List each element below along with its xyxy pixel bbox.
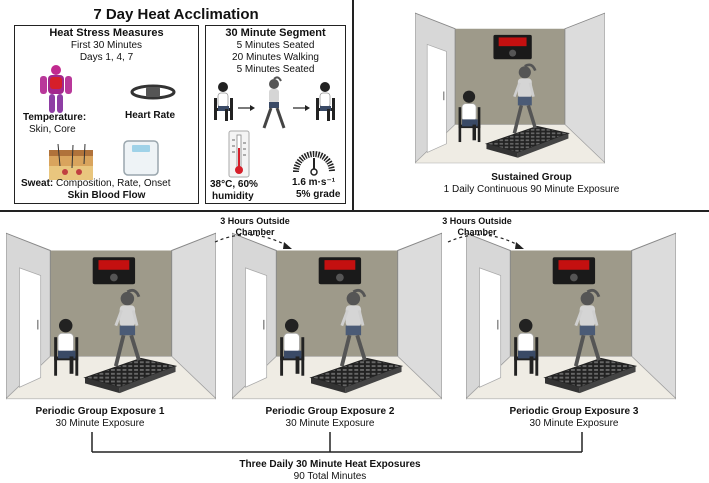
periodic-chamber-1-illustration xyxy=(6,232,216,400)
thermometer-icon xyxy=(228,130,250,178)
weight-scale-icon xyxy=(123,140,159,176)
periodic-chamber-3-illustration xyxy=(466,232,676,400)
speed-gauge-icon xyxy=(292,144,336,176)
periodic-exposure-3-subtitle: 30 Minute Exposure xyxy=(474,418,674,430)
segment-heading: 30 Minute Segment xyxy=(206,27,345,40)
skin-cross-section-icon xyxy=(49,144,93,180)
treadmill-speed: 1.6 m·s⁻¹ xyxy=(292,177,335,189)
transition-1-line2: Chamber xyxy=(205,227,305,238)
periodic-exposure-2-subtitle: 30 Minute Exposure xyxy=(230,418,430,430)
segment-line2: 20 Minutes Walking xyxy=(206,52,345,64)
periodic-exposure-1-title: Periodic Group Exposure 1 xyxy=(0,406,200,418)
transition-2-line2: Chamber xyxy=(427,227,527,238)
transition-2-line1: 3 Hours Outside xyxy=(427,216,527,227)
temperature-label: Temperature: xyxy=(23,112,86,124)
sweat-value: Composition, Rate, Onset xyxy=(56,178,171,189)
transition-arrows xyxy=(0,212,709,252)
body-heatmap-icon xyxy=(37,64,75,114)
environment-humidity: humidity xyxy=(212,191,254,203)
sweat-line: Sweat: Composition, Rate, Onset xyxy=(21,178,196,190)
summary-label: Three Daily 30 Minute Heat Exposures 90 … xyxy=(200,459,460,483)
heat-stress-line2: Days 1, 4, 7 xyxy=(15,52,198,64)
sweat-label: Sweat: xyxy=(21,178,53,189)
periodic-exposure-1-label: Periodic Group Exposure 1 30 Minute Expo… xyxy=(0,406,200,430)
periodic-chamber-2-illustration xyxy=(232,232,442,400)
periodic-exposure-1-subtitle: 30 Minute Exposure xyxy=(0,418,200,430)
heat-stress-heading: Heat Stress Measures xyxy=(15,27,198,40)
segment-panel: 30 Minute Segment 5 Minutes Seated 20 Mi… xyxy=(205,25,346,204)
heat-stress-panel: Heat Stress Measures First 30 Minutes Da… xyxy=(14,25,199,204)
periodic-exposure-3-title: Periodic Group Exposure 3 xyxy=(474,406,674,418)
heat-stress-line1: First 30 Minutes xyxy=(15,40,198,52)
periodic-exposure-2-title: Periodic Group Exposure 2 xyxy=(230,406,430,418)
transition-1-label: 3 Hours Outside Chamber xyxy=(205,216,305,238)
segment-line1: 5 Minutes Seated xyxy=(206,40,345,52)
treadmill-grade: 5% grade xyxy=(296,189,340,201)
environment-temp: 38°C, 60% xyxy=(210,179,258,191)
periodic-exposure-3-label: Periodic Group Exposure 3 30 Minute Expo… xyxy=(474,406,674,430)
sustained-subtitle: 1 Daily Continuous 90 Minute Exposure xyxy=(354,184,709,196)
sustained-title: Sustained Group xyxy=(354,172,709,184)
heart-rate-strap-icon xyxy=(130,83,176,101)
summary-subtitle: 90 Total Minutes xyxy=(200,471,460,483)
transition-1-line1: 3 Hours Outside xyxy=(205,216,305,227)
acclimation-title: 7 Day Heat Acclimation xyxy=(0,6,352,23)
transition-2-label: 3 Hours Outside Chamber xyxy=(427,216,527,238)
summary-bracket xyxy=(0,430,709,460)
summary-title: Three Daily 30 Minute Heat Exposures xyxy=(200,459,460,471)
seated-walking-sequence-icon xyxy=(208,76,343,134)
periodic-exposure-2-label: Periodic Group Exposure 2 30 Minute Expo… xyxy=(230,406,430,430)
temperature-value: Skin, Core xyxy=(29,124,76,136)
skin-blood-flow-label: Skin Blood Flow xyxy=(15,190,198,202)
heart-rate-label: Heart Rate xyxy=(125,110,175,122)
segment-line3: 5 Minutes Seated xyxy=(206,64,345,76)
sustained-chamber-illustration xyxy=(415,8,605,168)
